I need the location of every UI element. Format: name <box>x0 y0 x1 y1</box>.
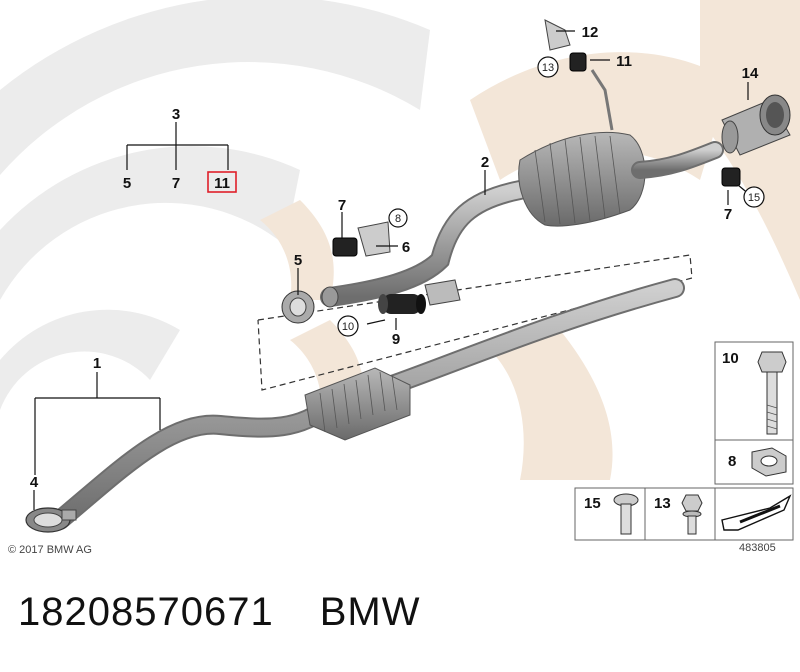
front-pipe <box>50 278 685 530</box>
callout-5: 5 <box>294 252 302 269</box>
rubber-mount-11 <box>569 52 587 72</box>
leader-lines <box>33 30 751 510</box>
callout-7: 7 <box>338 197 346 214</box>
callout-11: 11 <box>616 53 632 70</box>
callout-15: 15 <box>748 192 760 204</box>
callout-14: 14 <box>742 65 759 82</box>
callout-9: 9 <box>392 331 400 348</box>
bracket-part-12 <box>544 19 571 51</box>
highlight-box <box>207 171 237 193</box>
callout-13: 13 <box>542 62 554 74</box>
callout-6: 6 <box>402 239 410 256</box>
dashed-outline <box>257 254 693 391</box>
callout-7-group: 7 <box>172 175 180 192</box>
fastener-legend: 10 8 15 13 <box>574 341 794 541</box>
callout-12: 12 <box>582 24 599 41</box>
callout-4: 4 <box>30 474 39 491</box>
rubber-mount-7b <box>721 167 741 187</box>
bolt-icon <box>757 351 787 435</box>
callout-2: 2 <box>481 154 489 171</box>
rubber-mount-7a <box>332 237 358 257</box>
brand-name: BMW <box>319 590 421 634</box>
tail-pipe-part-14 <box>721 94 791 156</box>
copyright-text: © 2017 BMW AG <box>8 544 92 556</box>
callout-1: 1 <box>93 355 101 372</box>
clamp-part-4 <box>25 507 77 533</box>
part-number: 18208570671 <box>18 590 274 634</box>
bracket-part-6 <box>357 221 391 257</box>
exhaust-diagram: 3 5 7 11 1 4 2 5 7 8 6 10 9 12 13 11 14 … <box>0 0 800 556</box>
directional-arrow-icon <box>721 494 792 531</box>
legend-10: 10 <box>722 350 739 367</box>
legend-8: 8 <box>728 453 736 470</box>
callout-11-highlight: 11 <box>214 175 230 192</box>
legend-13: 13 <box>654 495 671 512</box>
reference-number: 483805 <box>739 542 776 554</box>
hex-screw-icon <box>681 494 703 535</box>
callout-7-rear: 7 <box>724 206 732 223</box>
legend-15: 15 <box>584 495 601 512</box>
rear-silencer-assembly <box>320 69 724 307</box>
callout-8: 8 <box>395 213 401 225</box>
background-watermark <box>0 0 800 480</box>
part-number-caption: 18208570671 BMW <box>18 590 466 635</box>
nut-icon <box>751 447 787 477</box>
screw-icon <box>613 493 639 535</box>
bracket-9 <box>424 279 461 306</box>
callout-3: 3 <box>172 106 180 123</box>
rubber-bushing-9 <box>378 294 426 314</box>
callout-10: 10 <box>342 321 354 333</box>
callout-5-group: 5 <box>123 175 131 192</box>
